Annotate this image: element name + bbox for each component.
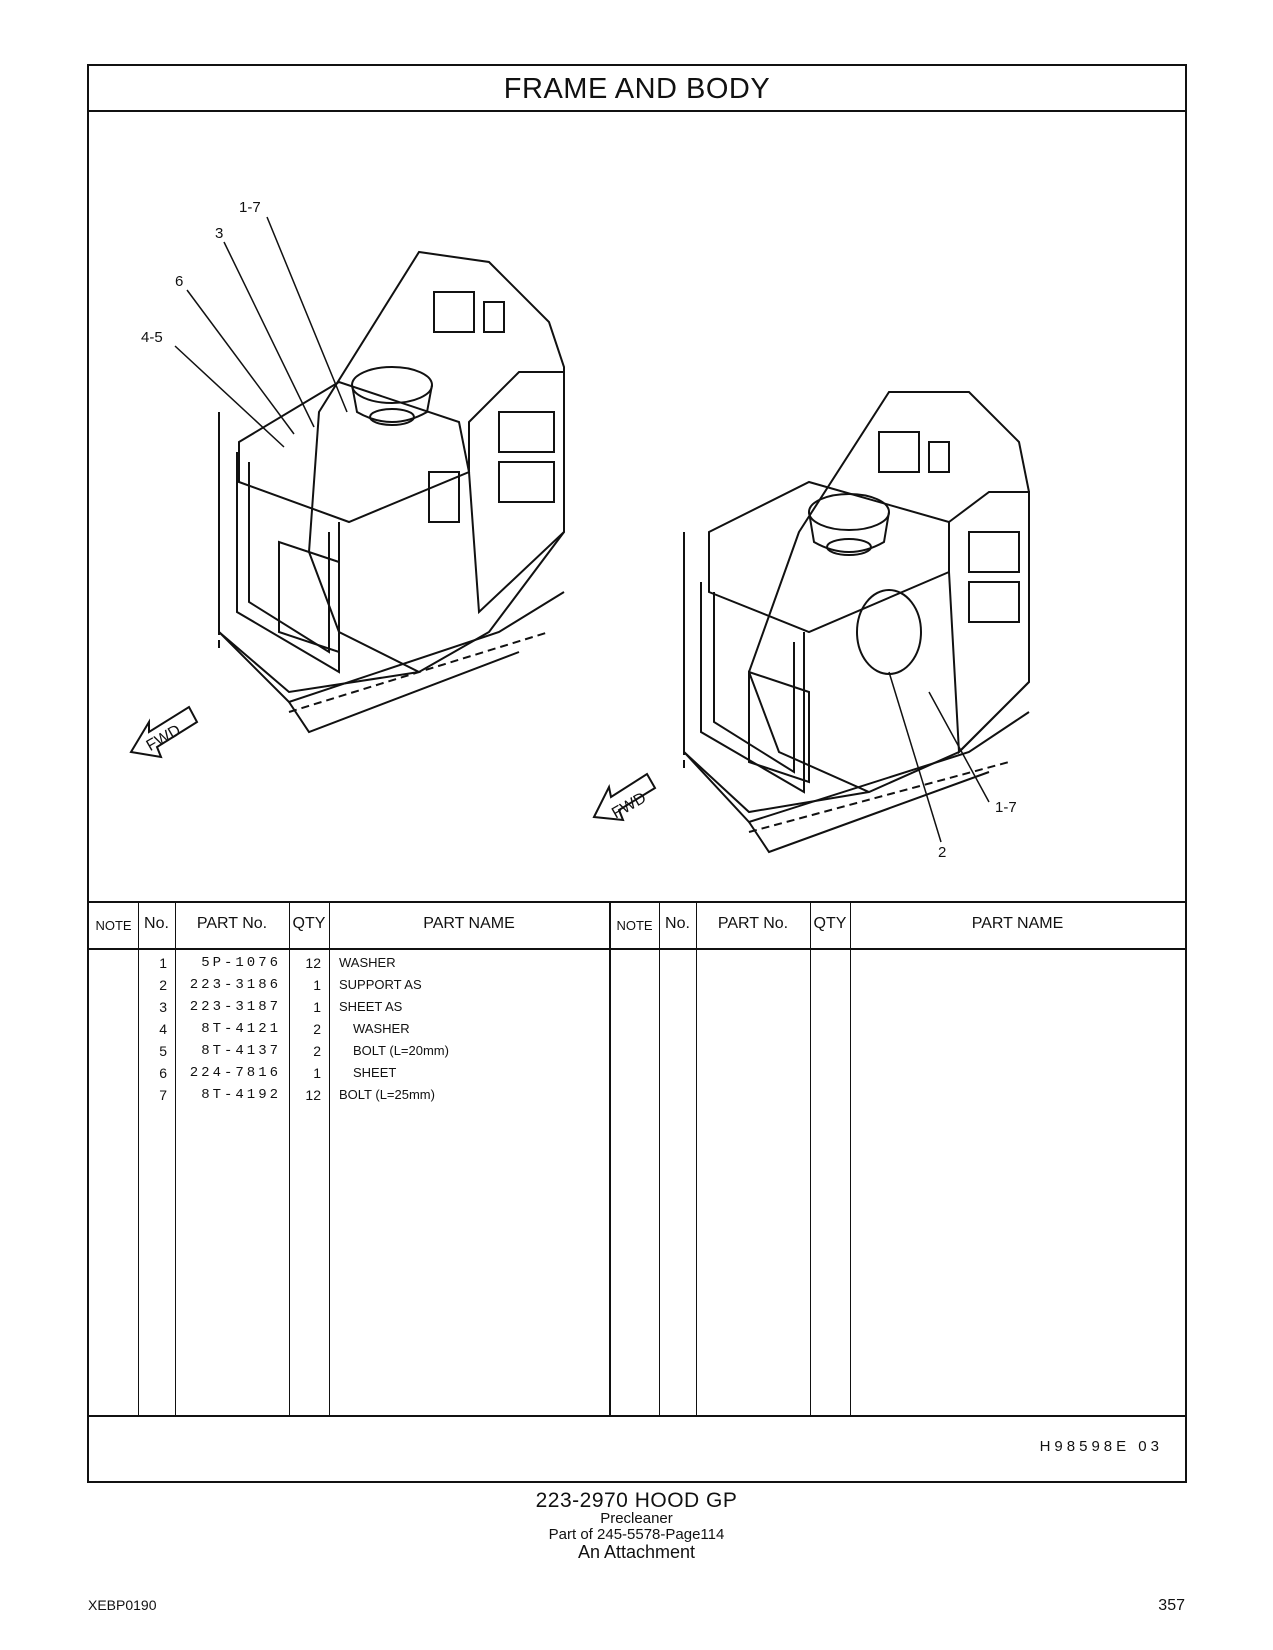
document-id: XEBP0190 [88, 1597, 157, 1613]
reference-code: H98598E 03 [1039, 1438, 1163, 1455]
header-part-name: PART NAME [423, 915, 515, 932]
parts-page-frame: FRAME AND BODY [87, 64, 1187, 1483]
header-qty: QTY [292, 915, 326, 932]
header-qty-2: QTY [813, 915, 847, 932]
callout-right-2: 2 [938, 844, 946, 861]
group-title: 223-2970 HOOD GP [535, 1489, 738, 1512]
page-title: FRAME AND BODY [89, 66, 1185, 112]
right-hood-assembly [683, 391, 1030, 854]
attachment-note: An Attachment [577, 1542, 696, 1562]
left-hood-assembly [218, 250, 565, 734]
footer-block: 223-2970 HOOD GP Precleaner Part of 245-… [0, 1490, 1273, 1561]
header-no: No. [144, 915, 169, 932]
header-part-no: PART No. [196, 915, 268, 932]
part-of-reference: Part of 245-5578-Page114 [548, 1526, 725, 1543]
header-no-2: No. [665, 915, 690, 932]
callout-left-3: 6 [175, 273, 183, 290]
callout-left-4: 4-5 [141, 329, 163, 346]
callout-left-1: 1-7 [239, 199, 261, 216]
header-part-no-2: PART No. [717, 915, 789, 932]
group-subtitle: Precleaner [600, 1510, 673, 1527]
header-part-name-2: PART NAME [971, 915, 1064, 932]
callout-right-1: 1-7 [995, 799, 1017, 816]
callout-left-2: 3 [215, 225, 223, 242]
page-number: 357 [1158, 1597, 1185, 1614]
table-header [89, 903, 1185, 950]
header-note: NOTE [95, 918, 132, 933]
header-note-2: NOTE [616, 918, 653, 933]
exploded-view-illustration: 1-7 3 6 4-5 1-7 2 FWD FWD [129, 199, 1030, 861]
parts-table: NOTE No. PART No. QTY PART NAME NOTE No.… [89, 901, 1185, 1417]
